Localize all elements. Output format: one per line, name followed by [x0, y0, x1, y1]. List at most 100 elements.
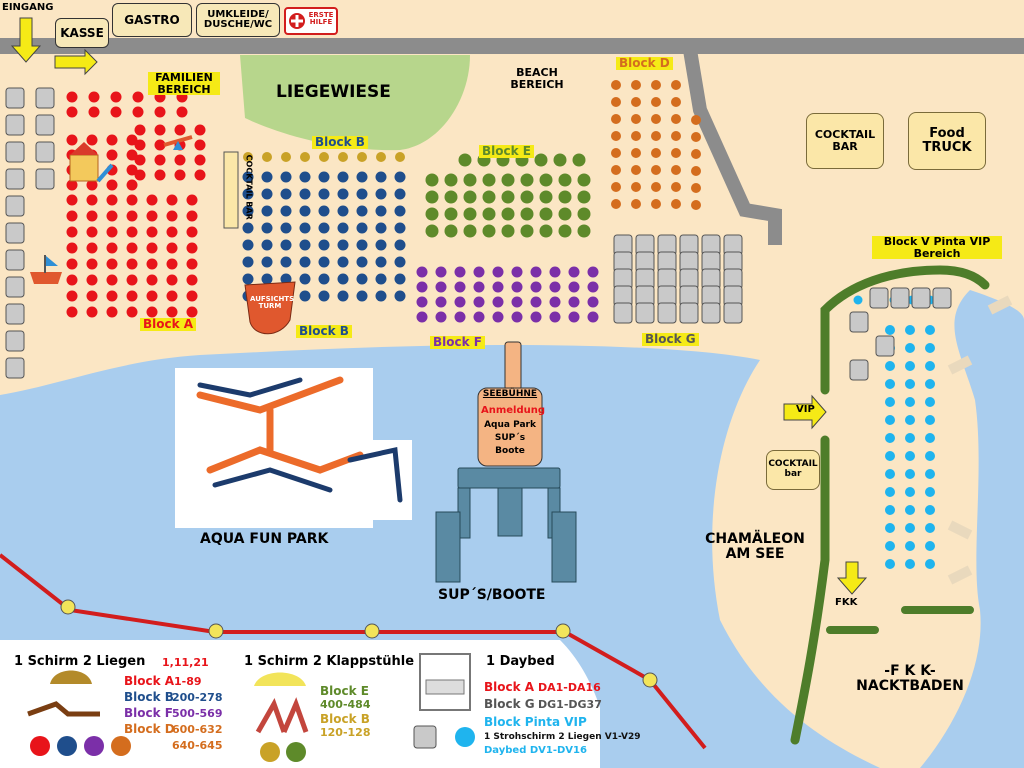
- block-b-top-label: Block B: [312, 136, 368, 149]
- legend-col1-row3-block: Block D: [124, 722, 175, 736]
- seesaw-icon: [163, 135, 193, 150]
- block-a-umbrella: [174, 154, 186, 166]
- legend-col3-vip: Block Pinta VIP: [484, 715, 587, 729]
- block-b-umbrella: [280, 171, 292, 183]
- block-e-umbrella: [458, 153, 472, 167]
- vip-umbrella: [885, 361, 895, 371]
- block-a-umbrella: [126, 164, 138, 176]
- vip-umbrella: [925, 379, 935, 389]
- block-f-umbrella: [587, 296, 599, 308]
- block-b-umbrella: [318, 290, 330, 302]
- block-a-umbrella: [154, 139, 166, 151]
- legend-col1-row1-block: Block B: [124, 690, 174, 704]
- vip-umbrella: [905, 397, 915, 407]
- legend-col1-row3-range: 600-632: [172, 723, 223, 736]
- vip-umbrella: [885, 559, 895, 569]
- block-a-umbrella: [86, 179, 98, 191]
- block-e-umbrella: [553, 153, 567, 167]
- block-b-umbrella: [375, 290, 387, 302]
- block-f-umbrella: [473, 296, 485, 308]
- block-f-umbrella: [435, 281, 447, 293]
- block-e-umbrella: [520, 190, 534, 204]
- vip-umbrella: [905, 541, 915, 551]
- block-b-umbrella: [356, 188, 368, 200]
- seebuehne-line3: Boote: [495, 446, 525, 456]
- lake-water-east: [920, 290, 1024, 768]
- block-d-umbrella: [691, 115, 701, 125]
- vip-umbrella: [925, 451, 935, 461]
- block-a-umbrella: [86, 274, 98, 286]
- block-d-umbrella: [611, 182, 621, 192]
- legend-background: [0, 640, 600, 768]
- block-b-folding-umbrella: [376, 152, 386, 162]
- block-f-umbrella: [492, 266, 504, 278]
- block-e-umbrella: [444, 207, 458, 221]
- legend-col2-row0-range: 400-484: [320, 698, 371, 711]
- seebuehne-box: [477, 387, 543, 467]
- block-b-umbrella: [356, 205, 368, 217]
- daybed-block-a: [5, 87, 25, 109]
- block-e-umbrella: [501, 173, 515, 187]
- vip-umbrella: [885, 505, 895, 515]
- block-e-umbrella: [425, 190, 439, 204]
- umbrella-icon: [50, 670, 92, 684]
- block-f-umbrella: [454, 281, 466, 293]
- block-b-folding-umbrella: [338, 152, 348, 162]
- block-d-umbrella: [691, 183, 701, 193]
- aqua-park-image: [175, 368, 412, 528]
- block-a-umbrella: [66, 226, 78, 238]
- seebuehne-anmeldung: Anmeldung: [481, 405, 546, 416]
- block-b-umbrella: [261, 256, 273, 268]
- daybed-block-g: [635, 302, 655, 324]
- block-f-umbrella: [511, 266, 523, 278]
- legend-daybed-square: [413, 725, 437, 749]
- cocktail-bar-vertical-label: COCKTAIL BAR: [244, 154, 254, 220]
- block-b-umbrella: [318, 205, 330, 217]
- beach-label: BEACH BEREICH: [510, 66, 564, 91]
- block-b-umbrella: [375, 205, 387, 217]
- playground-icon: [69, 142, 114, 183]
- block-b-umbrella: [299, 188, 311, 200]
- entrance-arrow-down-icon: [10, 17, 42, 63]
- vip-umbrella: [925, 505, 935, 515]
- legend-dot-cyan: [455, 727, 475, 747]
- block-f-umbrella: [568, 266, 580, 278]
- block-e-umbrella: [558, 224, 572, 238]
- block-b-umbrella: [356, 256, 368, 268]
- block-a-umbrella: [106, 226, 118, 238]
- block-a-umbrella: [106, 194, 118, 206]
- vip-umbrella: [853, 295, 863, 305]
- vip-umbrella: [925, 469, 935, 479]
- cocktail-bar-vertical-box: [223, 151, 239, 229]
- daybed-block-a: [35, 87, 55, 109]
- block-b-umbrella: [242, 188, 254, 200]
- buoy-marker: [364, 623, 380, 639]
- block-b-umbrella: [280, 239, 292, 251]
- vip-umbrella: [905, 523, 915, 533]
- block-e-umbrella: [539, 224, 553, 238]
- block-a-umbrella: [66, 258, 78, 270]
- block-d-umbrella: [691, 132, 701, 142]
- block-b-umbrella: [356, 239, 368, 251]
- block-f-umbrella: [416, 266, 428, 278]
- block-a-umbrella: [166, 226, 178, 238]
- block-e-umbrella: [577, 224, 591, 238]
- vip-umbrella: [885, 487, 895, 497]
- block-a-umbrella: [166, 290, 178, 302]
- buoy-marker: [60, 599, 76, 615]
- block-b-umbrella: [261, 273, 273, 285]
- block-e-umbrella: [444, 224, 458, 238]
- block-f-umbrella: [530, 281, 542, 293]
- vip-umbrella: [925, 523, 935, 533]
- block-a-umbrella: [146, 226, 158, 238]
- block-b-folding-umbrella: [357, 152, 367, 162]
- daybed-block-a: [5, 357, 25, 379]
- legend-col2-row1-range: 120-128: [320, 726, 371, 739]
- daybed-block-a: [5, 222, 25, 244]
- block-b-umbrella: [261, 205, 273, 217]
- legend-col2-title: 1 Schirm 2 Klappstühle: [244, 654, 415, 669]
- sup-boote-label: SUP´S/BOOTE: [438, 587, 546, 603]
- block-d-umbrella: [631, 199, 641, 209]
- block-a-umbrella: [186, 290, 198, 302]
- block-d-umbrella: [631, 182, 641, 192]
